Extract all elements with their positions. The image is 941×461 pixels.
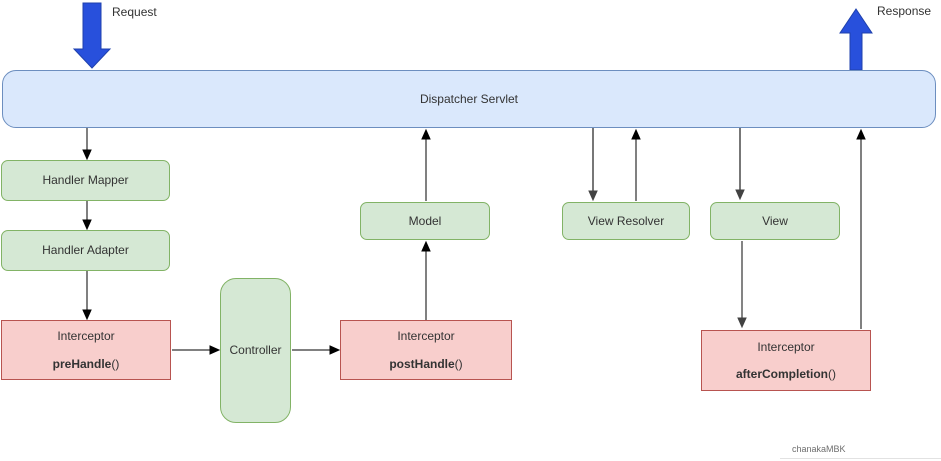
handler-adapter-node: Handler Adapter [1, 230, 170, 271]
view-resolver-node: View Resolver [562, 202, 690, 240]
view-node: View [710, 202, 840, 240]
view-label: View [762, 213, 788, 228]
handler-mapper-label: Handler Mapper [42, 173, 129, 188]
prehandle-method-name: preHandle [52, 356, 112, 371]
controller-label: Controller [229, 343, 282, 358]
handler-adapter-label: Handler Adapter [42, 243, 129, 258]
model-label: Model [408, 213, 442, 228]
aftercompletion-method-name: afterCompletion [735, 367, 828, 381]
request-flow-arrow-icon [72, 2, 112, 69]
response-label: Response [877, 4, 932, 18]
interceptor-aftercompletion-method: afterCompletion() [736, 367, 836, 381]
interceptor-aftercompletion-node: Interceptor afterCompletion() [701, 330, 871, 391]
interceptor-posthandle-node: Interceptor postHandle() [340, 320, 512, 380]
interceptor-aftercompletion-title: Interceptor [757, 339, 815, 354]
dispatcher-servlet-node: Dispatcher Servlet [2, 70, 936, 128]
handler-mapper-node: Handler Mapper [1, 160, 170, 201]
interceptor-posthandle-method: postHandle() [389, 357, 462, 371]
request-label: Request [112, 5, 157, 19]
dispatcher-servlet-label: Dispatcher Servlet [419, 91, 519, 106]
response-flow-arrow-icon [839, 8, 873, 71]
posthandle-method-name: postHandle [389, 356, 455, 371]
aftercompletion-method-parens: () [828, 367, 836, 381]
posthandle-method-parens: () [454, 356, 463, 371]
interceptor-posthandle-title: Interceptor [397, 329, 455, 344]
view-resolver-label: View Resolver [587, 213, 665, 228]
interceptor-prehandle-title: Interceptor [57, 329, 115, 344]
model-node: Model [360, 202, 490, 240]
controller-node: Controller [220, 278, 291, 423]
bottom-divider [780, 458, 941, 459]
watermark-text: chanakaMBK [792, 444, 846, 454]
prehandle-method-parens: () [111, 356, 120, 371]
interceptor-prehandle-node: Interceptor preHandle() [1, 320, 171, 380]
interceptor-prehandle-method: preHandle() [53, 357, 120, 371]
